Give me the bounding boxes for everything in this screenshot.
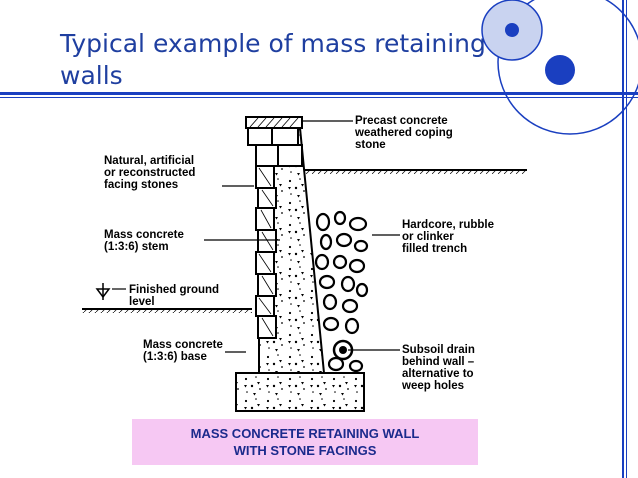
caption-line-1: MASS CONCRETE RETAINING WALL	[190, 426, 420, 441]
label-ground: Finished ground level	[129, 284, 220, 308]
label-hardcore: Hardcore, rubble or clinker filled trenc…	[402, 219, 495, 255]
right-rule-thick	[622, 0, 624, 478]
wall-base	[235, 372, 365, 412]
header-rule-thick	[0, 92, 638, 95]
ground-left-hatch	[82, 309, 252, 313]
header-rule-thin	[0, 97, 638, 98]
ground-right-hatch	[302, 170, 527, 174]
deco-circle-dot-large	[545, 55, 575, 85]
right-rule-thin	[626, 0, 627, 478]
label-coping: Precast concrete weathered coping stone	[355, 115, 453, 151]
slide-title: Typical example of mass retaining walls	[60, 29, 486, 90]
deco-circle-dot-small	[505, 23, 519, 37]
deco-circle-large	[497, 0, 638, 135]
caption-line-2: WITH STONE FACINGS	[233, 443, 377, 458]
hardcore-stones	[314, 210, 369, 373]
label-stem: Mass concrete (1:3:6) stem	[104, 229, 184, 253]
label-base: Mass concrete (1:3:6) base	[143, 339, 223, 363]
diagram-caption: MASS CONCRETE RETAINING WALL WITH STONE …	[132, 419, 478, 465]
facing-stone	[257, 315, 277, 339]
label-drain: Subsoil drain behind wall – alternative …	[402, 344, 475, 392]
coping-stone	[245, 116, 303, 129]
label-facing: Natural, artificial or reconstructed fac…	[104, 155, 196, 191]
